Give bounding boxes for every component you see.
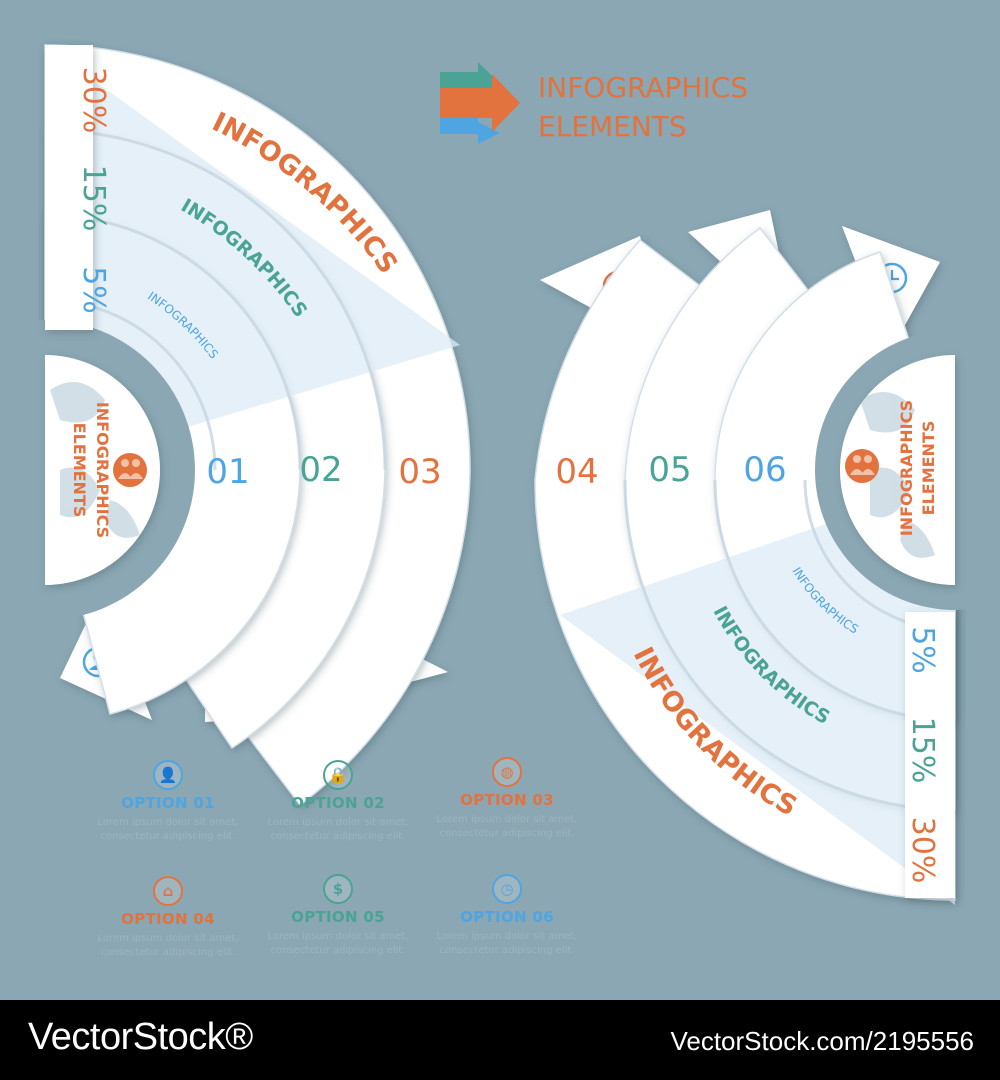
vectorstock-logo: VectorStock® bbox=[28, 1016, 253, 1058]
left-percent-strip bbox=[45, 45, 93, 330]
right-percent-5: 5% bbox=[905, 626, 940, 674]
right-world-map-icon bbox=[860, 392, 935, 558]
left-center-disc[interactable] bbox=[45, 355, 160, 585]
right-center-team-icon bbox=[845, 449, 879, 483]
left-center-label-line1: INFOGRAPHICS bbox=[93, 402, 112, 538]
home-icon: ⌂ bbox=[153, 876, 183, 906]
option-title: OPTION 06 bbox=[460, 908, 554, 926]
right-number-04: 04 bbox=[555, 452, 598, 492]
right-number-06: 06 bbox=[743, 450, 786, 490]
option-title: OPTION 02 bbox=[291, 794, 385, 812]
right-center-label-line2: ELEMENTS bbox=[919, 421, 938, 516]
image-reference: VectorStock.com/2195556 bbox=[670, 1026, 974, 1056]
right-center-disc[interactable] bbox=[840, 355, 955, 585]
right-band-tint bbox=[560, 480, 955, 905]
right-center-label-line1: INFOGRAPHICS bbox=[897, 400, 916, 536]
right-number-05: 05 bbox=[648, 450, 691, 490]
header-arrows-icon bbox=[440, 62, 520, 144]
right-graphic: $ INFOGRAPHICS ELEMENTS bbox=[534, 210, 1000, 905]
right-percent-15: 15% bbox=[905, 717, 940, 784]
left-percent-15: 15% bbox=[76, 165, 111, 232]
header-title-line2: ELEMENTS bbox=[538, 110, 687, 143]
option-description: Lorem ipsum dolor sit amet, consectetur … bbox=[97, 933, 239, 958]
option-description: Lorem ipsum dolor sit amet, consectetur … bbox=[436, 931, 578, 956]
infographic-canvas: INFOGRAPHICS ELEMENTS bbox=[0, 44, 1000, 905]
left-percent-5: 5% bbox=[76, 266, 111, 314]
left-graphic: INFOGRAPHICS ELEMENTS 30% 15% 5% INFOGRA… bbox=[0, 44, 471, 807]
left-number-02: 02 bbox=[299, 450, 342, 490]
option-item-02[interactable]: 🔒 OPTION 02 Lorem ipsum dolor sit amet, … bbox=[253, 760, 423, 844]
left-center-team-icon bbox=[113, 453, 147, 487]
option-item-01[interactable]: 👤 OPTION 01 Lorem ipsum dolor sit amet, … bbox=[83, 760, 253, 844]
dollar-icon: $ bbox=[323, 874, 353, 904]
option-description: Lorem ipsum dolor sit amet, consectetur … bbox=[97, 817, 239, 842]
option-item-04[interactable]: ⌂ OPTION 04 Lorem ipsum dolor sit amet, … bbox=[83, 876, 253, 960]
option-item-06[interactable]: ◷ OPTION 06 Lorem ipsum dolor sit amet, … bbox=[422, 874, 592, 958]
right-percent-30: 30% bbox=[905, 817, 940, 884]
option-title: OPTION 01 bbox=[121, 794, 215, 812]
right-percent-strip bbox=[905, 612, 955, 898]
option-description: Lorem ipsum dolor sit amet, consectetur … bbox=[267, 817, 409, 842]
option-description: Lorem ipsum dolor sit amet, consectetur … bbox=[436, 814, 578, 839]
user-icon: 👤 bbox=[153, 760, 183, 790]
left-percent-30: 30% bbox=[76, 67, 111, 134]
world-map-icon: ◍ bbox=[492, 757, 522, 787]
footer-bar: VectorStock® VectorStock.com/2195556 bbox=[0, 1000, 1000, 1080]
lock-icon: 🔒 bbox=[323, 760, 353, 790]
left-world-map-icon bbox=[50, 382, 140, 538]
clock-icon bbox=[890, 270, 899, 281]
left-number-03: 03 bbox=[398, 452, 441, 492]
option-item-03[interactable]: ◍ OPTION 03 Lorem ipsum dolor sit amet, … bbox=[422, 757, 592, 841]
clock-icon: ◷ bbox=[492, 874, 522, 904]
option-description: Lorem ipsum dolor sit amet, consectetur … bbox=[267, 931, 409, 956]
option-title: OPTION 03 bbox=[460, 791, 554, 809]
option-item-05[interactable]: $ OPTION 05 Lorem ipsum dolor sit amet, … bbox=[253, 874, 423, 958]
option-title: OPTION 04 bbox=[121, 910, 215, 928]
option-title: OPTION 05 bbox=[291, 908, 385, 926]
left-number-01: 01 bbox=[206, 452, 249, 492]
left-center-label-line2: ELEMENTS bbox=[70, 423, 89, 518]
header-title-line1: INFOGRAPHICS bbox=[538, 71, 748, 104]
